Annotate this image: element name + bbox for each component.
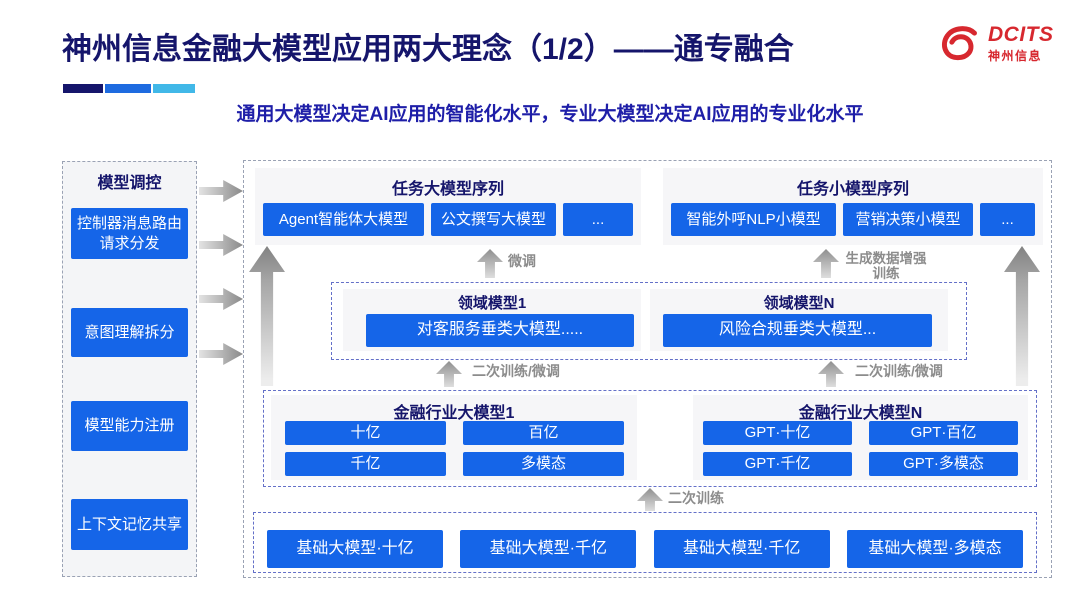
underline-segment-blue — [105, 84, 151, 93]
right-arrow-icon — [199, 180, 243, 202]
model-box-risk-compliance: 风险合规垂类大模型... — [663, 314, 932, 347]
foundation-models-frame: 基础大模型·十亿 基础大模型·千亿 基础大模型·千亿 基础大模型·多模态 — [253, 512, 1037, 573]
logo-brand: DCITS — [988, 23, 1054, 46]
industry-model-grid: 十亿 百亿 千亿 多模态 — [285, 421, 624, 476]
sidebar-model-control: 模型调控 控制器消息路由请求分发 意图理解拆分 模型能力注册 上下文记忆共享 — [62, 161, 197, 577]
section-title: 金融行业大模型1 — [393, 405, 515, 422]
title-underline — [63, 84, 195, 93]
label-gen-data-training: 生成数据增强训练 — [845, 251, 927, 282]
model-box-marketing-decision: 营销决策小模型 — [843, 203, 973, 236]
industry-model-grid: GPT·十亿 GPT·百亿 GPT·千亿 GPT·多模态 — [703, 421, 1018, 476]
task-small-model-row: 智能外呼NLP小模型 营销决策小模型 ... — [671, 203, 1035, 236]
task-large-model-row: Agent智能体大模型 公文撰写大模型 ... — [263, 203, 633, 236]
model-box-document-writing: 公文撰写大模型 — [431, 203, 556, 236]
model-box-foundation-100b-a: 基础大模型·千亿 — [460, 530, 637, 568]
model-box-foundation-multimodal: 基础大模型·多模态 — [846, 530, 1023, 568]
sidebar-item-context: 上下文记忆共享 — [71, 499, 188, 550]
model-box-1b: 十亿 — [285, 421, 446, 445]
underline-segment-cyan — [153, 84, 195, 93]
section-industry-model-1: 金融行业大模型1 十亿 百亿 千亿 多模态 — [271, 395, 637, 480]
underline-segment-navy — [63, 84, 103, 93]
logo: DCITS 神州信息 — [938, 24, 1054, 64]
section-title: 任务大模型序列 — [391, 181, 504, 198]
label-secondary-training-finetune-right: 二次训练/微调 — [855, 363, 943, 379]
sidebar-item-router: 控制器消息路由请求分发 — [71, 208, 188, 259]
logo-brand-cn: 神州信息 — [988, 49, 1043, 63]
model-box-gpt-10b: GPT·百亿 — [869, 421, 1018, 445]
model-box-gpt-1b: GPT·十亿 — [703, 421, 852, 445]
section-title: 领域模型1 — [457, 295, 527, 312]
model-box-agent: Agent智能体大模型 — [263, 203, 424, 236]
sidebar-title: 模型调控 — [97, 175, 162, 192]
logo-text: DCITS 神州信息 — [988, 24, 1054, 64]
model-box-gpt-multimodal: GPT·多模态 — [869, 452, 1018, 476]
page-title: 神州信息金融大模型应用两大理念（1/2）——通专融合 — [62, 33, 794, 66]
model-box-outbound-nlp: 智能外呼NLP小模型 — [671, 203, 836, 236]
model-box-multimodal: 多模态 — [463, 452, 624, 476]
model-box-ellipsis: ... — [563, 203, 633, 236]
subtitle: 通用大模型决定AI应用的智能化水平，专业大模型决定AI应用的专业化水平 — [236, 104, 864, 125]
right-arrow-icon — [199, 288, 243, 310]
section-task-small-models: 任务小模型序列 智能外呼NLP小模型 营销决策小模型 ... — [663, 168, 1043, 245]
label-secondary-training: 二次训练 — [668, 490, 724, 506]
section-domain-model-n: 领域模型N 风险合规垂类大模型... — [650, 289, 948, 351]
label-finetune: 微调 — [508, 253, 536, 269]
dcits-swoosh-icon — [942, 26, 977, 61]
model-box-ellipsis: ... — [980, 203, 1035, 236]
model-box-10b: 百亿 — [463, 421, 624, 445]
section-title: 金融行业大模型N — [798, 405, 923, 422]
section-title: 任务小模型序列 — [796, 181, 909, 198]
section-title: 领域模型N — [763, 295, 835, 312]
section-task-large-models: 任务大模型序列 Agent智能体大模型 公文撰写大模型 ... — [255, 168, 641, 245]
model-box-100b: 千亿 — [285, 452, 446, 476]
label-secondary-training-finetune-left: 二次训练/微调 — [472, 363, 560, 379]
right-arrow-icon — [199, 234, 243, 256]
section-industry-model-n: 金融行业大模型N GPT·十亿 GPT·百亿 GPT·千亿 GPT·多模态 — [693, 395, 1028, 480]
section-domain-model-1: 领域模型1 对客服务垂类大模型..... — [343, 289, 641, 351]
right-arrow-icon — [199, 343, 243, 365]
sidebar-item-intent: 意图理解拆分 — [71, 308, 188, 357]
model-box-customer-service: 对客服务垂类大模型..... — [366, 314, 634, 347]
sidebar-item-capability: 模型能力注册 — [71, 401, 188, 451]
model-box-foundation-100b-b: 基础大模型·千亿 — [653, 530, 830, 568]
model-box-gpt-100b: GPT·千亿 — [703, 452, 852, 476]
model-box-foundation-1b: 基础大模型·十亿 — [267, 530, 443, 568]
